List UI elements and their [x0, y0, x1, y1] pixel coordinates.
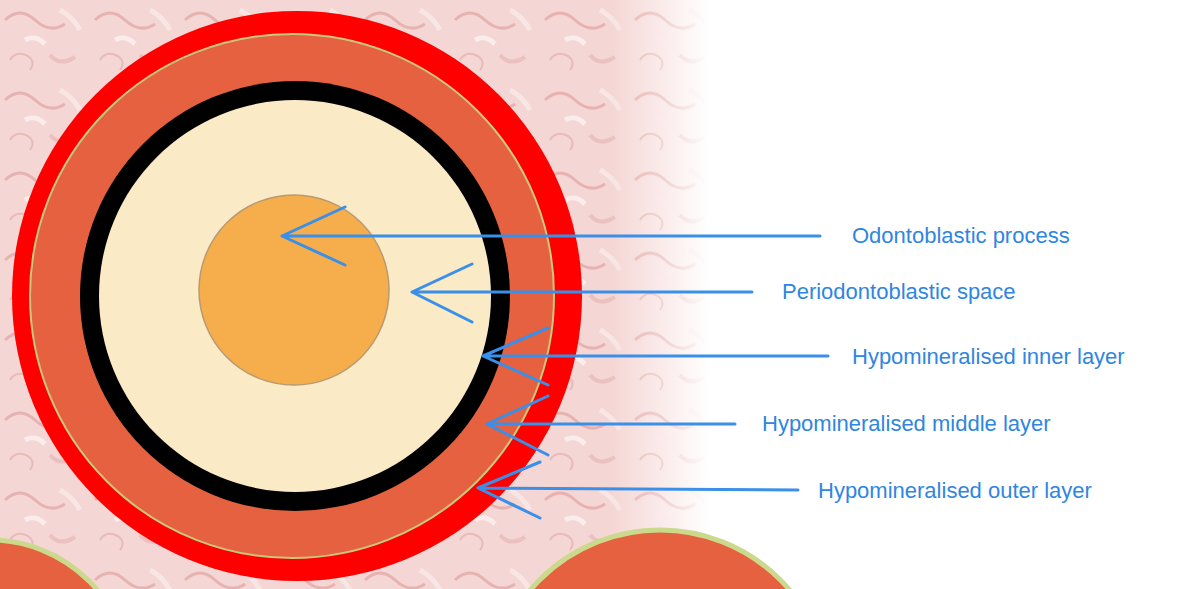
periodontoblastic-space [99, 100, 491, 492]
part-label: Periodontoblastic space [782, 279, 1016, 305]
dentine-ground [0, 0, 710, 589]
neighbour-tubule [490, 530, 830, 589]
leader-arrow [487, 396, 735, 455]
leader-arrow [478, 462, 798, 518]
part-label: Odontoblastic process [852, 223, 1070, 249]
part-label: Hypomineralised middle layer [762, 411, 1051, 437]
leader-arrow [282, 207, 820, 265]
dentine-texture [0, 0, 710, 589]
neighbour-tubule [0, 540, 130, 589]
inner-layer [80, 81, 510, 511]
middle-layer [30, 34, 554, 558]
leader-arrow [412, 264, 752, 322]
part-label: Hypomineralised outer layer [818, 478, 1092, 504]
leader-arrow [483, 328, 828, 385]
odontoblastic-process [199, 195, 389, 385]
part-label: Hypomineralised inner layer [852, 344, 1125, 370]
